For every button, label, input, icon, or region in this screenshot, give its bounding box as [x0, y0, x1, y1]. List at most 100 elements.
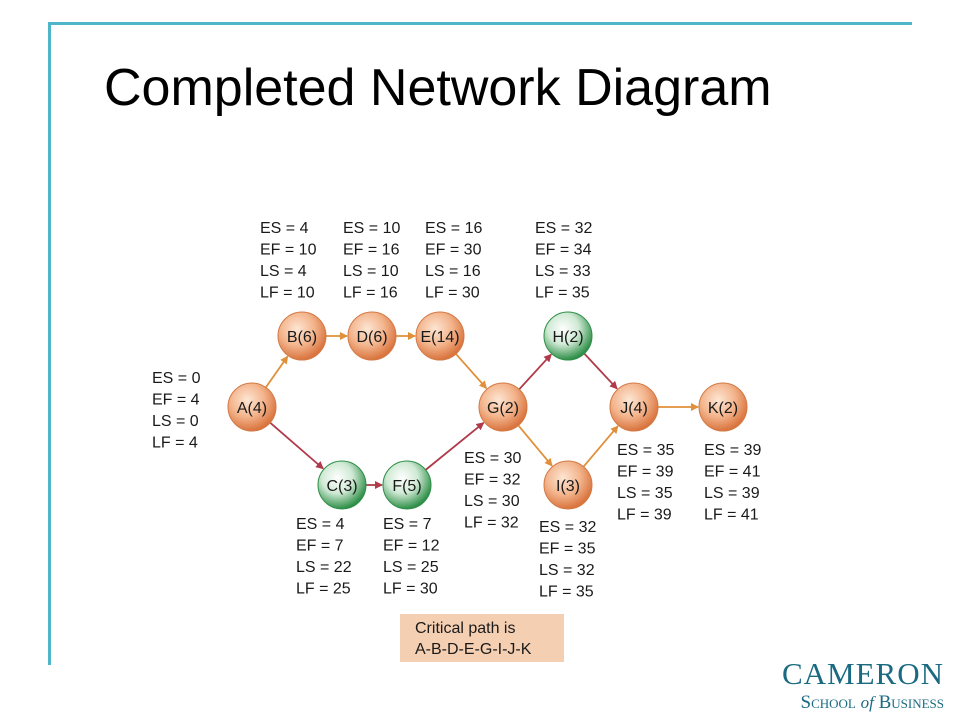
edge-g-h — [518, 353, 552, 390]
node-circle-e — [415, 311, 465, 361]
logo-sub-text: School of Business — [782, 692, 945, 714]
node-value-f-3: LF = 30 — [383, 581, 438, 598]
node-value-f-1: EF = 12 — [383, 538, 440, 555]
node-label-b: B(6) — [287, 329, 317, 346]
node-value-i-0: ES = 32 — [539, 519, 596, 536]
critical-path-callout: Critical path is A-B-D-E-G-I-J-K — [400, 614, 564, 662]
node-label-j: J(4) — [620, 400, 648, 417]
node-label-k: K(2) — [708, 400, 738, 417]
node-circle-g — [478, 382, 528, 432]
node-k: K(2) — [698, 382, 748, 432]
node-value-e-2: LS = 16 — [425, 263, 481, 280]
frame-left-line — [48, 22, 51, 665]
node-value-e-3: LF = 30 — [425, 285, 480, 302]
node-label-e: E(14) — [420, 329, 459, 346]
node-value-a-3: LF = 4 — [152, 435, 198, 452]
node-value-f-2: LS = 25 — [383, 559, 439, 576]
node-circle-k — [698, 382, 748, 432]
logo-main-text: CAMERON — [781, 656, 944, 691]
callout-line-2: A-B-D-E-G-I-J-K — [415, 641, 532, 658]
node-value-b-0: ES = 4 — [260, 220, 309, 237]
node-values-b: ES = 4 EF = 10 LS = 4 LF = 10 — [260, 220, 317, 302]
node-label-d: D(6) — [356, 329, 387, 346]
node-value-h-3: LF = 35 — [535, 285, 590, 302]
node-value-k-3: LF = 41 — [704, 507, 759, 524]
node-value-d-1: EF = 16 — [343, 242, 400, 259]
edge-g-i — [517, 424, 553, 467]
node-label-i: I(3) — [556, 478, 580, 495]
node-b: B(6) — [277, 311, 327, 361]
node-value-h-0: ES = 32 — [535, 220, 592, 237]
node-values-f: ES = 7 EF = 12 LS = 25 LF = 30 — [383, 516, 440, 598]
node-values-g: ES = 30 EF = 32 LS = 30 LF = 32 — [464, 450, 521, 532]
node-value-b-1: EF = 10 — [260, 242, 317, 259]
node-value-c-2: LS = 22 — [296, 559, 352, 576]
node-value-e-0: ES = 16 — [425, 220, 482, 237]
node-value-d-0: ES = 10 — [343, 220, 400, 237]
node-circle-i — [543, 460, 593, 510]
node-value-k-0: ES = 39 — [704, 442, 761, 459]
node-value-g-3: LF = 32 — [464, 515, 519, 532]
node-value-b-3: LF = 10 — [260, 285, 315, 302]
node-g: G(2) — [478, 382, 528, 432]
page-title: Completed Network Diagram — [104, 59, 772, 117]
node-value-a-0: ES = 0 — [152, 370, 201, 387]
node-a: A(4) — [227, 382, 277, 432]
cameron-logo: CAMERON School of Business — [782, 658, 944, 714]
node-label-h: H(2) — [552, 329, 583, 346]
logo-sub-suffix: Business — [878, 692, 944, 713]
node-h: H(2) — [543, 311, 593, 361]
node-j: J(4) — [609, 382, 659, 432]
node-value-e-1: EF = 30 — [425, 242, 482, 259]
node-value-a-2: LS = 0 — [152, 413, 199, 430]
node-e: E(14) — [415, 311, 465, 361]
node-value-k-2: LS = 39 — [704, 485, 760, 502]
node-circle-f — [382, 460, 432, 510]
edge-a-c — [269, 422, 324, 470]
edge-a-b — [265, 355, 289, 388]
node-circle-j — [609, 382, 659, 432]
node-value-i-1: EF = 35 — [539, 541, 596, 558]
edge-h-j — [583, 352, 618, 390]
node-values-h: ES = 32 EF = 34 LS = 33 LF = 35 — [535, 220, 592, 302]
node-circle-c — [317, 460, 367, 510]
node-value-j-3: LF = 39 — [617, 507, 672, 524]
node-d: D(6) — [347, 311, 397, 361]
node-value-g-2: LS = 30 — [464, 493, 520, 510]
node-i: I(3) — [543, 460, 593, 510]
node-circle-a — [227, 382, 277, 432]
node-circle-b — [277, 311, 327, 361]
edge-f-g — [425, 422, 485, 471]
edge-i-j — [582, 425, 619, 468]
node-label-g: G(2) — [487, 400, 519, 417]
node-circle-h — [543, 311, 593, 361]
logo-sub-prefix: School — [800, 692, 856, 713]
node-values-i: ES = 32 EF = 35 LS = 32 LF = 35 — [539, 519, 596, 601]
logo-sub-of: of — [860, 693, 874, 712]
node-value-j-1: EF = 39 — [617, 464, 674, 481]
node-value-d-2: LS = 10 — [343, 263, 399, 280]
node-value-g-1: EF = 32 — [464, 472, 521, 489]
node-value-f-0: ES = 7 — [383, 516, 432, 533]
frame-top-line — [48, 22, 912, 25]
node-circle-d — [347, 311, 397, 361]
node-values-e: ES = 16 EF = 30 LS = 16 LF = 30 — [425, 220, 482, 302]
node-value-a-1: EF = 4 — [152, 392, 200, 409]
node-value-c-1: EF = 7 — [296, 538, 344, 555]
node-value-g-0: ES = 30 — [464, 450, 521, 467]
node-value-c-0: ES = 4 — [296, 516, 345, 533]
node-value-i-2: LS = 32 — [539, 562, 595, 579]
node-value-c-3: LF = 25 — [296, 581, 351, 598]
edge-e-g — [455, 353, 488, 390]
node-value-b-2: LS = 4 — [260, 263, 307, 280]
node-value-i-3: LF = 35 — [539, 584, 594, 601]
node-value-h-2: LS = 33 — [535, 263, 591, 280]
node-label-f: F(5) — [392, 478, 421, 495]
node-c: C(3) — [317, 460, 367, 510]
node-value-j-2: LS = 35 — [617, 485, 673, 502]
node-label-a: A(4) — [237, 400, 267, 417]
node-value-h-1: EF = 34 — [535, 242, 592, 259]
